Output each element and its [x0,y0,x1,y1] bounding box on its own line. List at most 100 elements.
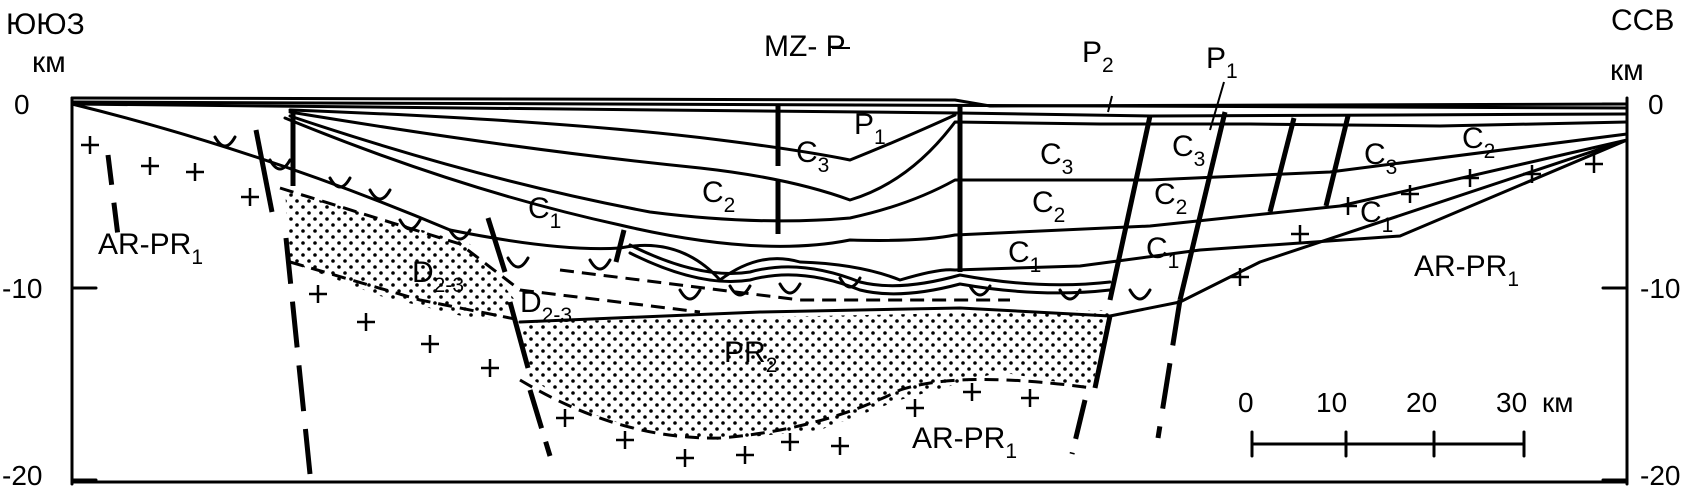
scale-label-20: 20 [1406,387,1437,418]
unit-label-p1-right: P1 [1206,42,1238,83]
unit-label-right: км [1610,54,1644,87]
granite-cross-symbol [963,383,981,401]
unconformity-arc-symbol [506,256,530,269]
dashed-contact-2 [289,260,521,322]
granite-cross-symbol [736,446,754,464]
fault-2 [253,129,275,213]
unit-label-c1-left: C1 [528,192,561,233]
c3-top-line [288,110,1629,202]
unit-label-c3-right-1: C3 [1040,138,1073,179]
c3-base-line [288,114,1629,223]
depth-tick-left-0: 0 [14,89,30,120]
granite-cross-symbol [616,431,634,449]
unit-label-arpr1-left: AR-PR1 [98,228,203,269]
depth-tick-right-10: -10 [1640,273,1680,304]
granite-cross-symbol [81,136,99,154]
scale-bar: 0 10 20 30 км [1238,387,1574,458]
unconformity-arc-symbol [213,135,237,148]
depth-axis-right: 0 -10 -20 [1601,89,1680,489]
depth-axis-left: 0 -10 -20 [2,89,98,489]
granite-cross-symbol [141,157,159,175]
fault-3 [283,237,313,475]
unit-label-c3-right-2: C3 [1172,130,1205,171]
surface-line [70,96,1629,108]
unit-label-left: км [32,46,66,79]
direction-label-left: ЮЮЗ [6,8,85,41]
unconformity-arc-symbol [968,284,992,297]
unit-label-c2-right-3: C2 [1462,122,1495,163]
unconformity-arc-symbol [588,258,612,271]
scale-label-30: 30 [1496,387,1527,418]
granite-cross-symbol [1231,268,1249,286]
granite-cross-symbol [186,163,204,181]
unit-label-c1-right-2: C1 [1146,232,1179,273]
tick-p2 [1107,95,1113,113]
scale-label-0: 0 [1238,387,1254,418]
fault-13 [1069,399,1088,455]
basement-cross-symbols [81,136,1603,467]
depth-tick-right-20: -20 [1640,460,1680,489]
unconformity-arc-symbol [398,218,422,231]
c2-base-line [283,116,1629,248]
unit-label-pr2: PR2 [724,336,777,377]
granite-cross-symbol [421,335,439,353]
unit-label-c3-center: C3 [796,136,829,177]
layer-boundaries [70,96,1629,324]
unit-label-d23-left: D2-3 [412,256,464,297]
depth-tick-right-0: 0 [1648,89,1664,120]
fault-14 [1177,111,1228,301]
fault-8 [527,389,553,457]
fault-15 [1155,299,1183,439]
fault-4 [105,154,121,237]
granite-cross-symbol [241,188,259,206]
granite-cross-symbol [1339,197,1357,215]
unit-label-c1-right-3: C1 [1360,196,1393,237]
granite-cross-symbol [676,449,694,467]
d-top-wavy-1 [628,243,1112,288]
center-age-label: MZ- P [764,30,846,63]
unit-labels: P2 P1 P1 C3 C3 C3 C3 C2 C2 C2 C2 C1 C1 C… [98,36,1519,463]
depth-tick-left-20: -20 [2,460,42,489]
granite-cross-symbol [1461,169,1479,187]
granite-cross-symbol [906,399,924,417]
scale-label-10: 10 [1316,387,1347,418]
scale-unit: км [1542,387,1574,418]
direction-label-right: ССВ [1611,4,1674,37]
granite-cross-symbol [1523,165,1541,183]
dotted-body-d23 [285,190,515,320]
mz-base-line [70,100,1629,110]
granite-cross-symbol [1021,389,1039,407]
granite-cross-symbol [1585,155,1603,173]
unit-label-arpr1-bottom: AR-PR1 [912,422,1017,463]
unconformity-arc-symbol [368,188,392,201]
dashed-pr2-base [519,378,1093,440]
fault-17 [1323,115,1351,207]
unconformity-arc-symbol [328,176,352,189]
unit-label-p1-center: P1 [854,108,886,149]
unconformity-arc-symbol [1128,288,1152,301]
unconformity-arc-symbol [268,158,292,171]
fault-7 [507,301,531,369]
unit-label-c1-right-1: C1 [1008,236,1041,277]
granite-cross-symbol [831,437,849,455]
unconformity-arc-symbol [678,288,702,301]
faults [105,81,1351,475]
fault-11 [1107,115,1153,301]
unconformity-arc-symbol [778,282,802,295]
fault-6 [613,229,627,263]
d-top-wavy-2 [628,251,1112,296]
unit-label-c2-right-1: C2 [1032,186,1065,227]
granite-cross-symbol [309,285,327,303]
unconformity-arc-symbol [728,284,752,297]
granite-cross-symbol [481,359,499,377]
unconformity-arc-symbol [448,228,472,241]
granite-cross-symbol [1401,185,1419,203]
dashed-contacts [279,186,1093,440]
p2-base-line [70,102,1629,118]
dotted-body-pr2 [520,310,1110,440]
unconformity-symbols [213,135,1152,301]
unit-label-c2-center: C2 [702,176,735,217]
basement-top-right [1108,138,1629,318]
dashed-contact-3 [559,268,1010,302]
